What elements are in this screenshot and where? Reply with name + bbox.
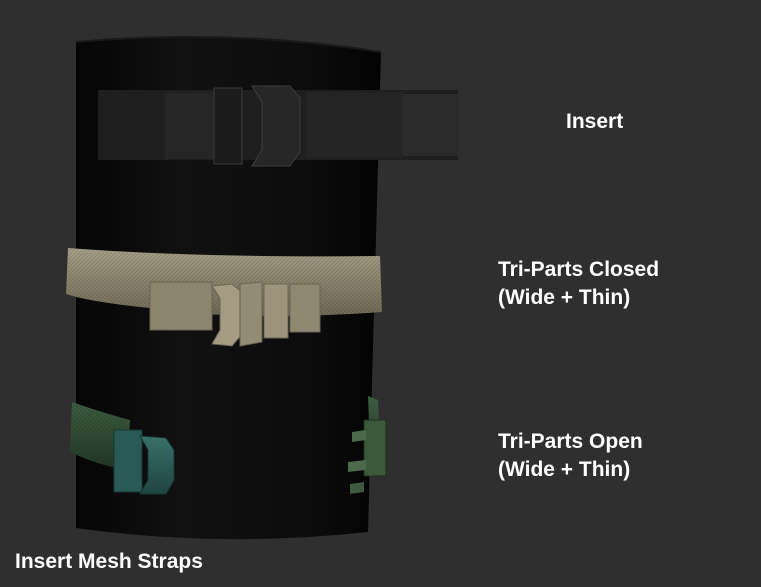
- label-tri-parts-closed-line1: Tri-Parts Closed: [498, 258, 660, 281]
- label-insert: Insert: [566, 108, 623, 136]
- label-tri-parts-open-line1: Tri-Parts Open: [498, 430, 643, 453]
- tri-parts-closed-strap: [66, 248, 382, 347]
- tri-parts-open-strap: [70, 396, 387, 495]
- label-insert-mesh-straps-text: Insert Mesh Straps: [15, 550, 203, 573]
- label-tri-parts-closed: Tri-Parts Closed (Wide + Thin): [498, 256, 659, 312]
- label-tri-parts-open-line2: (Wide + Thin): [498, 458, 631, 481]
- label-tri-parts-open: Tri-Parts Open (Wide + Thin): [498, 428, 643, 484]
- label-insert-mesh-straps: Insert Mesh Straps: [15, 548, 203, 576]
- label-insert-text: Insert: [566, 110, 624, 133]
- label-tri-parts-closed-line2: (Wide + Thin): [498, 286, 631, 309]
- insert-strap: [98, 85, 458, 167]
